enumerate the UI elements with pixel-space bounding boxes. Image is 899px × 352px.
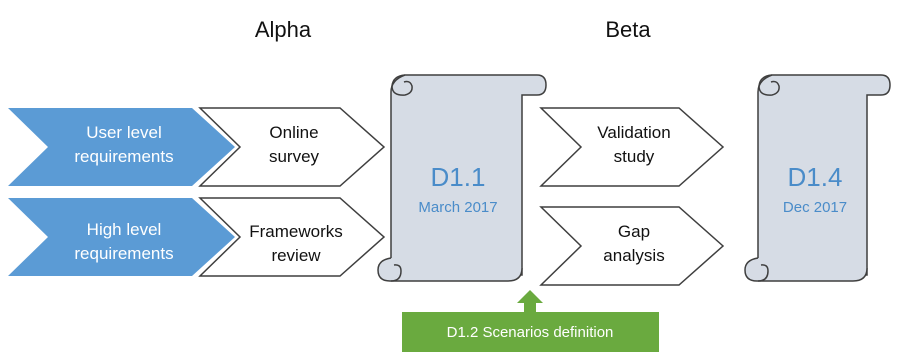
deliverable-scroll-d1-1: D1.1 March 2017: [377, 74, 547, 282]
deliverable-title: D1.4: [788, 162, 843, 192]
deliverable-date: March 2017: [418, 199, 497, 216]
scroll-bottom-roll: [757, 264, 769, 282]
step-label-line2: survey: [269, 147, 320, 166]
input-chevron-high-level: High level requirements: [8, 198, 235, 276]
scenarios-box: [402, 312, 659, 352]
input-label-line2: requirements: [74, 244, 173, 263]
input-label-line2: requirements: [74, 147, 173, 166]
chevron-shape: [198, 107, 386, 187]
scroll-body: [757, 74, 891, 276]
deliverable-title: D1.1: [431, 162, 486, 192]
scroll-top-curl: [758, 74, 780, 96]
input-label-line1: User level: [86, 123, 162, 142]
alpha-step-frameworks-review: Frameworks review: [198, 197, 386, 277]
scroll-bottom-curl: [377, 257, 523, 282]
up-arrow-icon: [517, 290, 543, 312]
step-label-line2: analysis: [603, 246, 664, 265]
phase-title-alpha: Alpha: [255, 17, 312, 42]
scenarios-label: D1.2 Scenarios definition: [447, 324, 614, 341]
scroll-body: [390, 74, 547, 276]
input-chevron-user-level: User level requirements: [8, 108, 235, 186]
scroll-bottom-roll: [390, 264, 402, 282]
chevron-shape: [539, 107, 725, 187]
beta-step-validation-study: Validation study: [539, 107, 725, 187]
chevron-shape: [8, 108, 235, 186]
step-label-line1: Frameworks: [249, 222, 343, 241]
deliverable-scroll-d1-4: D1.4 Dec 2017: [744, 74, 891, 282]
scroll-bottom-curl: [744, 257, 868, 282]
phase-title-beta: Beta: [605, 17, 651, 42]
scroll-top-curl: [391, 74, 413, 96]
chevron-shape: [539, 206, 725, 286]
step-label-line2: review: [271, 246, 321, 265]
step-label-line1: Online: [269, 123, 318, 142]
alpha-step-online-survey: Online survey: [198, 107, 386, 187]
step-label-line1: Gap: [618, 222, 650, 241]
chevron-shape: [198, 197, 386, 277]
scenarios-definition-block: D1.2 Scenarios definition: [402, 290, 659, 352]
input-label-line1: High level: [87, 220, 162, 239]
chevron-shape: [8, 198, 235, 276]
beta-step-gap-analysis: Gap analysis: [539, 206, 725, 286]
deliverable-date: Dec 2017: [783, 199, 847, 216]
step-label-line1: Validation: [597, 123, 670, 142]
step-label-line2: study: [614, 147, 655, 166]
